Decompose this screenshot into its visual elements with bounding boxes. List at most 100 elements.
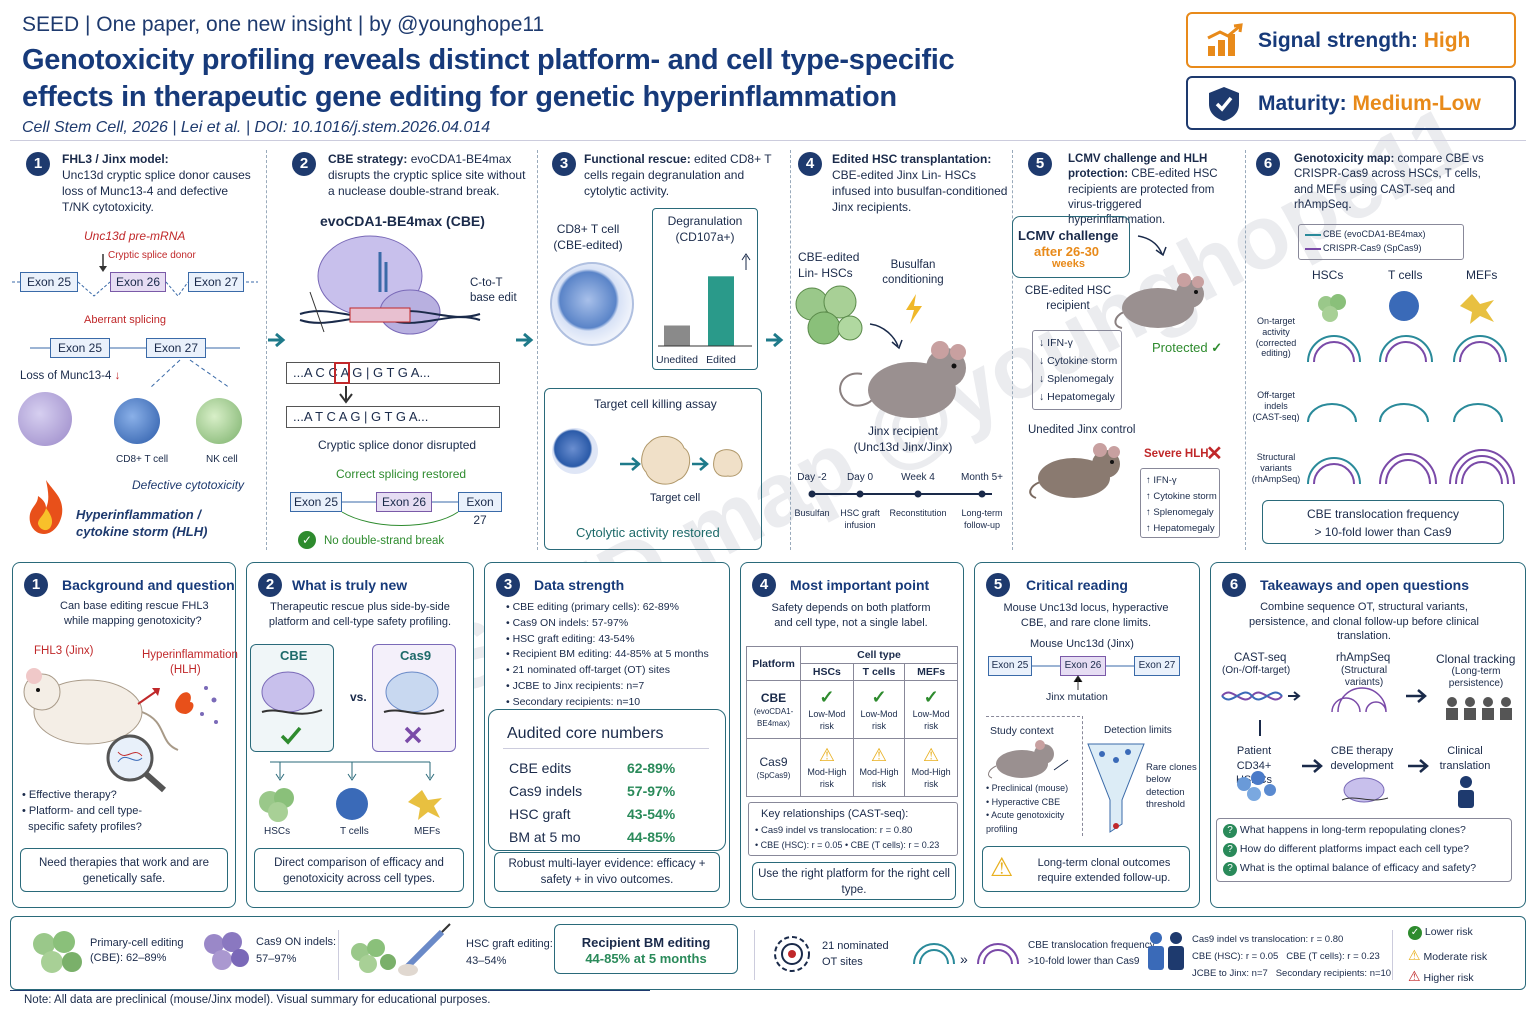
increased-list: ↑ IFN-γ ↑ Cytokine storm ↑ Splenomegaly … — [1140, 468, 1220, 538]
th-col: HSCs — [800, 663, 854, 681]
risk-cell: ✓Low-Mod risk — [852, 680, 906, 739]
splice-line — [30, 347, 240, 389]
chart-title: Degranulation (CD107a+) — [667, 214, 743, 244]
trans-line-1: CBE translocation frequency — [1306, 507, 1460, 521]
context-title: Study context — [990, 725, 1054, 737]
cryptic-donor-label: Cryptic splice donor — [108, 250, 196, 261]
svg-text:»: » — [960, 951, 968, 967]
warning-icon: ⚠ — [870, 745, 888, 765]
exon-25: Exon 25 — [20, 272, 78, 292]
methods-illustration — [1221, 687, 1512, 736]
cell-cluster-icon — [33, 931, 82, 973]
ot-label: 21 nominated — [822, 940, 889, 952]
bullet-list: • Effective therapy? • Platform- and cel… — [22, 788, 142, 836]
list-item: • HSC graft editing: 43-54% — [506, 632, 635, 645]
legend-swatch — [1305, 234, 1321, 250]
exon-25: Exon 25 — [988, 656, 1032, 676]
nk-label: NK cell — [206, 454, 238, 465]
recipient-bm-box — [554, 924, 738, 974]
branch-arrows — [270, 761, 435, 781]
timeline-dot — [914, 490, 922, 498]
row-head: Cas9(SpCas9) — [746, 738, 801, 797]
exon-26: Exon 26 — [376, 492, 432, 512]
rare-clones-label: Rare clones below detection threshold — [1146, 762, 1197, 811]
bullet-list: • CBE editing (primary cells): 62-89% • … — [506, 600, 709, 710]
panel-title: Takeaways and open questions — [1260, 577, 1470, 593]
check-icon: ✓ — [819, 687, 835, 707]
panel-title: Critical reading — [1026, 577, 1128, 593]
cas9-enzyme-illustration — [383, 671, 445, 744]
panel-title: Data strength — [534, 577, 625, 593]
kr-title: Key relationships (CAST-seq): — [761, 808, 909, 820]
legend-cbe: CBE (evoCDA1-BE4max) — [1323, 229, 1426, 239]
legend-lower-risk: ✓ Lower risk — [1408, 926, 1473, 940]
target-base-highlight — [334, 362, 350, 384]
lcmv-title: LCMV challenge — [1018, 228, 1119, 243]
panel-footer: Robust multi-layer evidence: efficacy + … — [494, 852, 720, 892]
exon-25: Exon 25 — [50, 338, 110, 358]
panel-footer: Direct comparison of efficacy and genoto… — [254, 848, 464, 892]
divider — [1082, 716, 1083, 836]
vs-label: vs. — [350, 690, 367, 704]
step-number: 2 — [258, 573, 282, 597]
genotoxicity-arcs — [1307, 291, 1515, 485]
arrow-icon — [869, 323, 903, 350]
killing-illustration — [620, 435, 743, 485]
p1-description: FHL3 / Jinx model:Unc13d cryptic splice … — [62, 152, 251, 214]
arrow-right-icon — [516, 332, 534, 348]
bar-chart-icon — [1207, 23, 1243, 56]
col-header: HSCs — [1312, 268, 1344, 282]
panel-text: Mouse Unc13d locus, hyperactive CBE, and… — [1003, 602, 1169, 629]
warning-icon: ⚠ — [1408, 947, 1421, 963]
row-head: CBE(evoCDA1-BE4max) — [746, 680, 801, 739]
divider — [503, 748, 709, 749]
mouse-illustration — [988, 740, 1069, 779]
arrow-right-icon — [268, 332, 286, 348]
th-celltype: Cell type — [800, 646, 958, 664]
step-number: 1 — [26, 152, 50, 176]
key-relationships: Key relationships (CAST-seq): • Cas9 ind… — [748, 802, 958, 856]
assay-label: Target cell killing assay — [594, 397, 717, 411]
dna-seq-after: ...A T C A G | G T G A... — [286, 406, 500, 428]
cell-types-illustration — [259, 788, 442, 822]
busulfan-label: Busulfan conditioning — [882, 259, 944, 287]
timeline-time: Day -2 — [797, 472, 827, 483]
timeline-label: follow-up — [964, 520, 1000, 530]
panel-background — [1210, 562, 1526, 908]
restored-label: Correct splicing restored — [336, 467, 467, 481]
list-item: • Hyperactive CBE — [986, 796, 1061, 807]
dna-seq-before: ...A C C A G | G T G A... — [286, 362, 500, 384]
exon-27: Exon 27 — [188, 272, 244, 292]
list-item: • JCBE to Jinx recipients: n=7 — [506, 679, 645, 692]
cbe-label: CBE — [280, 648, 308, 663]
mouse-illustration — [1029, 443, 1120, 499]
list-item: • Secondary recipients: n=10 — [506, 695, 641, 708]
aberrant-splicing-label: Aberrant splicing — [84, 314, 166, 326]
clonal-label: Clonal tracking — [1436, 652, 1516, 666]
clin-label: Clinical translation — [1439, 745, 1491, 772]
nk-cell-illustration — [196, 398, 242, 444]
trans-label: >10-fold lower than Cas9 — [1028, 956, 1140, 967]
timeline-dot — [808, 490, 816, 498]
legend-cas9: CRISPR-Cas9 (SpCas9) — [1323, 243, 1422, 253]
exon-27: Exon 27 — [458, 492, 502, 527]
row-label: Off-target indels (CAST-seq) — [1252, 390, 1300, 422]
lcmv-weeks: weeks — [1052, 258, 1086, 270]
panel-text: Therapeutic rescue plus side-by-side pla… — [268, 601, 452, 628]
panel-background — [974, 562, 1200, 908]
risk-cell: ⚠Mod-High risk — [852, 738, 906, 797]
maturity-box: Maturity: Medium-Low — [1186, 76, 1516, 130]
citation: Cell Stem Cell, 2026 | Lei et al. | DOI:… — [22, 119, 491, 136]
divider — [10, 990, 650, 991]
fire-icon — [29, 480, 63, 534]
audit-title: Audited core numbers — [507, 725, 664, 742]
list-item: • Preclinical (mouse) — [986, 783, 1069, 793]
nodsb-label: No double-strand break — [324, 535, 445, 547]
page-title: Genotoxicity profiling reveals distinct … — [22, 44, 955, 114]
bar-label: Edited — [706, 354, 736, 366]
ct-label: C-to-T base edit — [470, 277, 517, 305]
step-number: 3 — [552, 152, 576, 176]
